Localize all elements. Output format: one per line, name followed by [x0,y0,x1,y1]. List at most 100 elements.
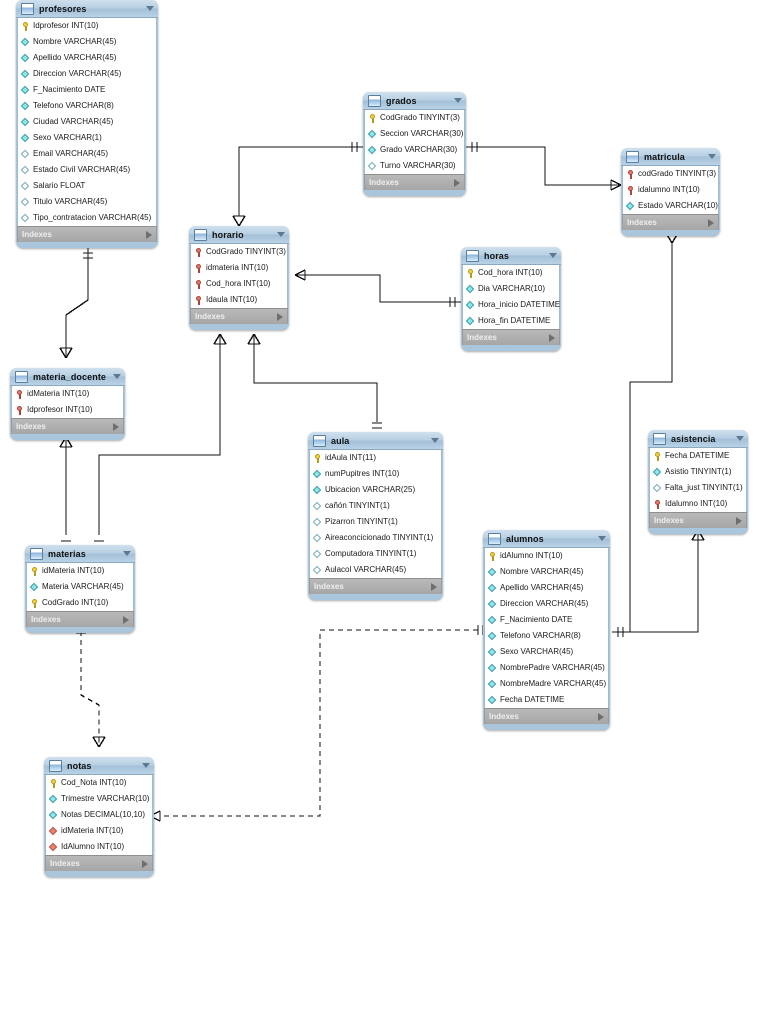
field-row[interactable]: Nombre VARCHAR(45) [485,564,608,580]
chevron-down-icon[interactable] [549,253,557,258]
field-row[interactable]: CodGrado TINYINT(3) [365,110,464,126]
field-row[interactable]: Email VARCHAR(45) [18,146,156,162]
field-row[interactable]: idMateria INT(10) [27,563,133,579]
indexes-bar-alumnos[interactable]: Indexes [484,708,609,724]
indexes-bar-aula[interactable]: Indexes [309,578,442,594]
field-row[interactable]: idMateria INT(10) [46,823,152,839]
field-row[interactable]: Computadora TINYINT(1) [310,546,441,562]
field-row[interactable]: Ciudad VARCHAR(45) [18,114,156,130]
field-row[interactable]: idalumno INT(10) [623,182,718,198]
field-row[interactable]: numPupitres INT(10) [310,466,441,482]
field-row[interactable]: NombrePadre VARCHAR(45) [485,660,608,676]
field-row[interactable]: Notas DECIMAL(10,10) [46,807,152,823]
indexes-bar-asistencia[interactable]: Indexes [649,512,747,528]
chevron-down-icon[interactable] [454,98,462,103]
field-row[interactable]: Tipo_contratacion VARCHAR(45) [18,210,156,226]
field-row[interactable]: CodGrado TINYINT(3) [191,244,287,260]
field-row[interactable]: Cod_Nota INT(10) [46,775,152,791]
field-row[interactable]: Dia VARCHAR(10) [463,281,559,297]
chevron-right-icon[interactable] [708,218,714,227]
field-row[interactable]: idAlumno INT(10) [485,548,608,564]
field-row[interactable]: Hora_fin DATETIME [463,313,559,329]
field-row[interactable]: Fecha DATETIME [485,692,608,708]
chevron-right-icon[interactable] [454,178,460,187]
field-row[interactable]: Titulo VARCHAR(45) [18,194,156,210]
entity-header-materia_docente[interactable]: materia_docente [10,368,125,386]
field-row[interactable]: NombreMadre VARCHAR(45) [485,676,608,692]
field-row[interactable]: idAula INT(11) [310,450,441,466]
field-row[interactable]: IdAlumno INT(10) [46,839,152,855]
chevron-right-icon[interactable] [113,422,119,431]
field-row[interactable]: Hora_inicio DATETIME [463,297,560,313]
indexes-bar-notas[interactable]: Indexes [45,855,153,871]
field-row[interactable]: F_Nacimiento DATE [485,612,608,628]
entity-header-asistencia[interactable]: asistencia [648,430,748,448]
indexes-bar-matricula[interactable]: Indexes [622,214,719,230]
entity-header-matricula[interactable]: matricula [621,148,720,166]
chevron-right-icon[interactable] [549,333,555,342]
field-row[interactable]: Seccion VARCHAR(30) [365,126,464,142]
chevron-right-icon[interactable] [598,712,604,721]
chevron-down-icon[interactable] [146,6,154,11]
entity-header-horas[interactable]: horas [461,247,561,265]
field-row[interactable]: Apellido VARCHAR(45) [18,50,156,66]
field-row[interactable]: Nombre VARCHAR(45) [18,34,156,50]
field-row[interactable]: Cod_hora INT(10) [191,276,287,292]
field-row[interactable]: Pizarron TINYINT(1) [310,514,441,530]
field-row[interactable]: F_Nacimiento DATE [18,82,156,98]
field-row[interactable]: Direccion VARCHAR(45) [485,596,608,612]
entity-header-grados[interactable]: grados [363,92,466,110]
field-row[interactable]: Sexo VARCHAR(1) [18,130,156,146]
field-row[interactable]: Direccion VARCHAR(45) [18,66,156,82]
indexes-bar-horas[interactable]: Indexes [462,329,560,345]
field-row[interactable]: Grado VARCHAR(30) [365,142,464,158]
field-row[interactable]: Idalumno INT(10) [650,496,746,512]
chevron-down-icon[interactable] [598,536,606,541]
field-row[interactable]: Aulacol VARCHAR(45) [310,562,441,578]
field-row[interactable]: Idaula INT(10) [191,292,287,308]
chevron-right-icon[interactable] [146,230,152,239]
chevron-down-icon[interactable] [113,374,121,379]
field-row[interactable]: Salario FLOAT [18,178,156,194]
chevron-right-icon[interactable] [142,859,148,868]
field-row[interactable]: Aireaconcicionado TINYINT(1) [310,530,441,546]
field-row[interactable]: Idprofesor INT(10) [12,402,123,418]
entity-header-materias[interactable]: materias [25,545,135,563]
field-row[interactable]: Idprofesor INT(10) [18,18,156,34]
field-row[interactable]: idmateria INT(10) [191,260,287,276]
chevron-down-icon[interactable] [736,436,744,441]
chevron-down-icon[interactable] [277,232,285,237]
field-row[interactable]: Telefono VARCHAR(8) [18,98,156,114]
chevron-down-icon[interactable] [431,438,439,443]
field-row[interactable]: cañón TINYINT(1) [310,498,441,514]
chevron-right-icon[interactable] [277,312,283,321]
field-row[interactable]: Estado VARCHAR(10) [623,198,718,214]
field-row[interactable]: Asistio TINYINT(1) [650,464,746,480]
entity-header-alumnos[interactable]: alumnos [483,530,610,548]
chevron-down-icon[interactable] [123,551,131,556]
chevron-right-icon[interactable] [123,615,129,624]
field-row[interactable]: idMateria INT(10) [12,386,123,402]
field-row[interactable]: Fecha DATETIME [650,448,746,464]
indexes-bar-materia_docente[interactable]: Indexes [11,418,124,434]
indexes-bar-grados[interactable]: Indexes [364,174,465,190]
field-row[interactable]: CodGrado INT(10) [27,595,133,611]
field-row[interactable]: Apellido VARCHAR(45) [485,580,608,596]
field-row[interactable]: Telefono VARCHAR(8) [485,628,608,644]
field-row[interactable]: Materia VARCHAR(45) [27,579,133,595]
indexes-bar-horario[interactable]: Indexes [190,308,288,324]
field-row[interactable]: Trimestre VARCHAR(10) [46,791,152,807]
chevron-down-icon[interactable] [142,763,150,768]
field-row[interactable]: Sexo VARCHAR(45) [485,644,608,660]
field-row[interactable]: codGrado TINYINT(3) [623,166,718,182]
